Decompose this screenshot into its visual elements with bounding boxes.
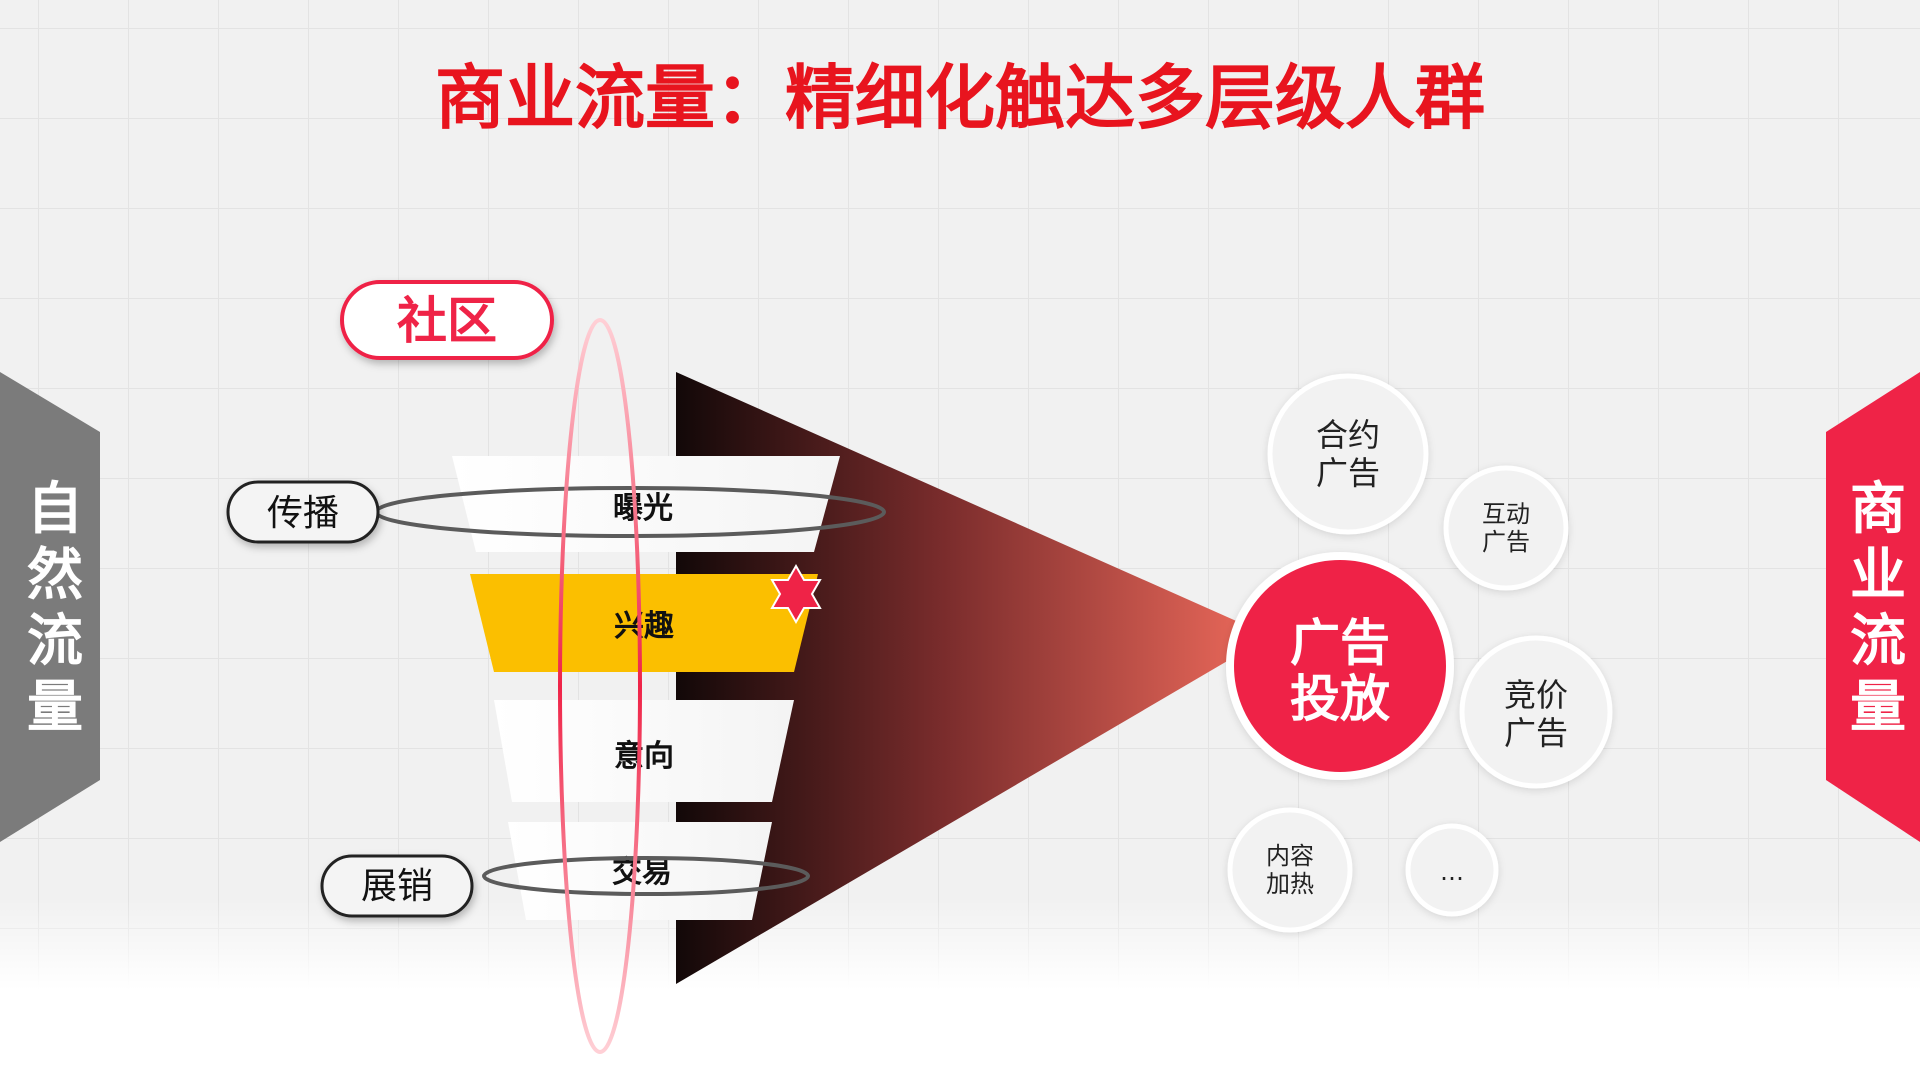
satellite-label: 互动: [1482, 500, 1530, 528]
sales-label: 展销: [361, 866, 433, 907]
satellite-label: 广告: [1482, 528, 1530, 556]
community-badge: 社区: [340, 280, 554, 360]
ad-delivery-hub-label: 投放: [1290, 670, 1390, 728]
funnel-stage-label: 曝光: [613, 491, 673, 526]
satellite-more: …: [1405, 823, 1499, 917]
satellite-shape: [1443, 465, 1569, 591]
satellite-label: …: [1440, 858, 1464, 886]
satellite-shape: [1405, 823, 1499, 917]
sales-orbit-ring: [482, 856, 810, 896]
satellite-shape: [1459, 635, 1613, 789]
commercial-traffic-panel-shape: [1826, 372, 1920, 842]
commercial-traffic-char: 量: [1850, 675, 1906, 740]
natural-traffic-char: 流: [27, 609, 83, 674]
satellite-shape: [1267, 373, 1429, 535]
natural-traffic-char: 量: [27, 675, 83, 740]
funnel-stage-shape: [452, 456, 840, 552]
commercial-traffic-panel: 商 业 流 量: [1826, 372, 1920, 842]
spread-label: 传播: [267, 493, 339, 534]
highlight-star-icon: [770, 563, 822, 625]
funnel-stage-label: 意向: [614, 739, 674, 774]
natural-traffic-char: 然: [27, 543, 83, 608]
natural-traffic-panel: 自 然 流 量: [0, 372, 100, 842]
natural-traffic-panel-shape: [0, 372, 100, 842]
spread-badge-shape: [226, 480, 380, 544]
commercial-traffic-char: 商: [1850, 477, 1906, 542]
funnel-stage-shape: [494, 700, 794, 802]
funnel-stage-label: 交易: [612, 855, 672, 890]
community-ring: [558, 318, 642, 1054]
community-badge-shape: [340, 280, 554, 360]
satellite-shape: [1227, 807, 1353, 933]
traffic-beam: [676, 372, 1270, 984]
satellite-label: 合约: [1316, 416, 1380, 454]
satellite-label: 加热: [1266, 870, 1314, 898]
sales-badge: 展销: [320, 854, 474, 918]
funnel-stage-interest: 兴趣: [470, 563, 822, 672]
page-title: 商业流量：精细化触达多层级人群: [435, 57, 1485, 139]
satellite-bidding-ads: 竞价 广告: [1459, 635, 1613, 789]
ad-delivery-hub: 广告 投放: [1226, 552, 1454, 780]
funnel-stage-intent: 意向: [494, 700, 794, 802]
ad-delivery-hub-shape: [1226, 552, 1454, 780]
spread-badge: 传播: [226, 480, 380, 544]
satellite-label: 广告: [1316, 454, 1380, 492]
satellite-contract-ads: 合约 广告: [1267, 373, 1429, 535]
commercial-traffic-char: 流: [1850, 609, 1906, 674]
commercial-traffic-char: 业: [1850, 543, 1906, 608]
funnel-stage-transaction: 交易: [508, 822, 772, 920]
satellite-label: 内容: [1266, 842, 1314, 870]
satellite-content-boost: 内容 加热: [1227, 807, 1353, 933]
sales-badge-shape: [320, 854, 474, 918]
satellite-label: 广告: [1504, 714, 1568, 752]
community-label: 社区: [397, 292, 497, 350]
funnel-stage-shape: [470, 574, 818, 672]
natural-traffic-char: 自: [27, 477, 83, 542]
ad-delivery-hub-label: 广告: [1290, 614, 1390, 672]
funnel-stage-label: 兴趣: [614, 609, 674, 644]
funnel-stage-shape: [508, 822, 772, 920]
satellite-interactive-ads: 互动 广告: [1443, 465, 1569, 591]
satellite-label: 竞价: [1504, 676, 1568, 714]
funnel-stage-exposure: 曝光: [452, 456, 840, 552]
